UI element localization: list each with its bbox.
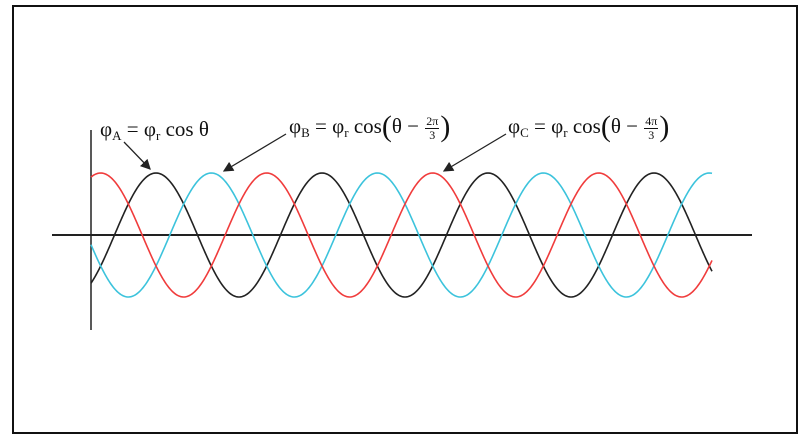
curve-phase-c: [90, 172, 713, 298]
arrow-phase-a: [123, 141, 151, 170]
label-phase-a: φA = φr cos θ: [100, 117, 209, 143]
arrow-phase-c: [442, 133, 507, 172]
curve-phase-a: [90, 172, 713, 298]
arrow-phase-b: [222, 133, 287, 172]
curve-phase-b: [90, 172, 713, 298]
diagram-frame: [12, 5, 798, 434]
